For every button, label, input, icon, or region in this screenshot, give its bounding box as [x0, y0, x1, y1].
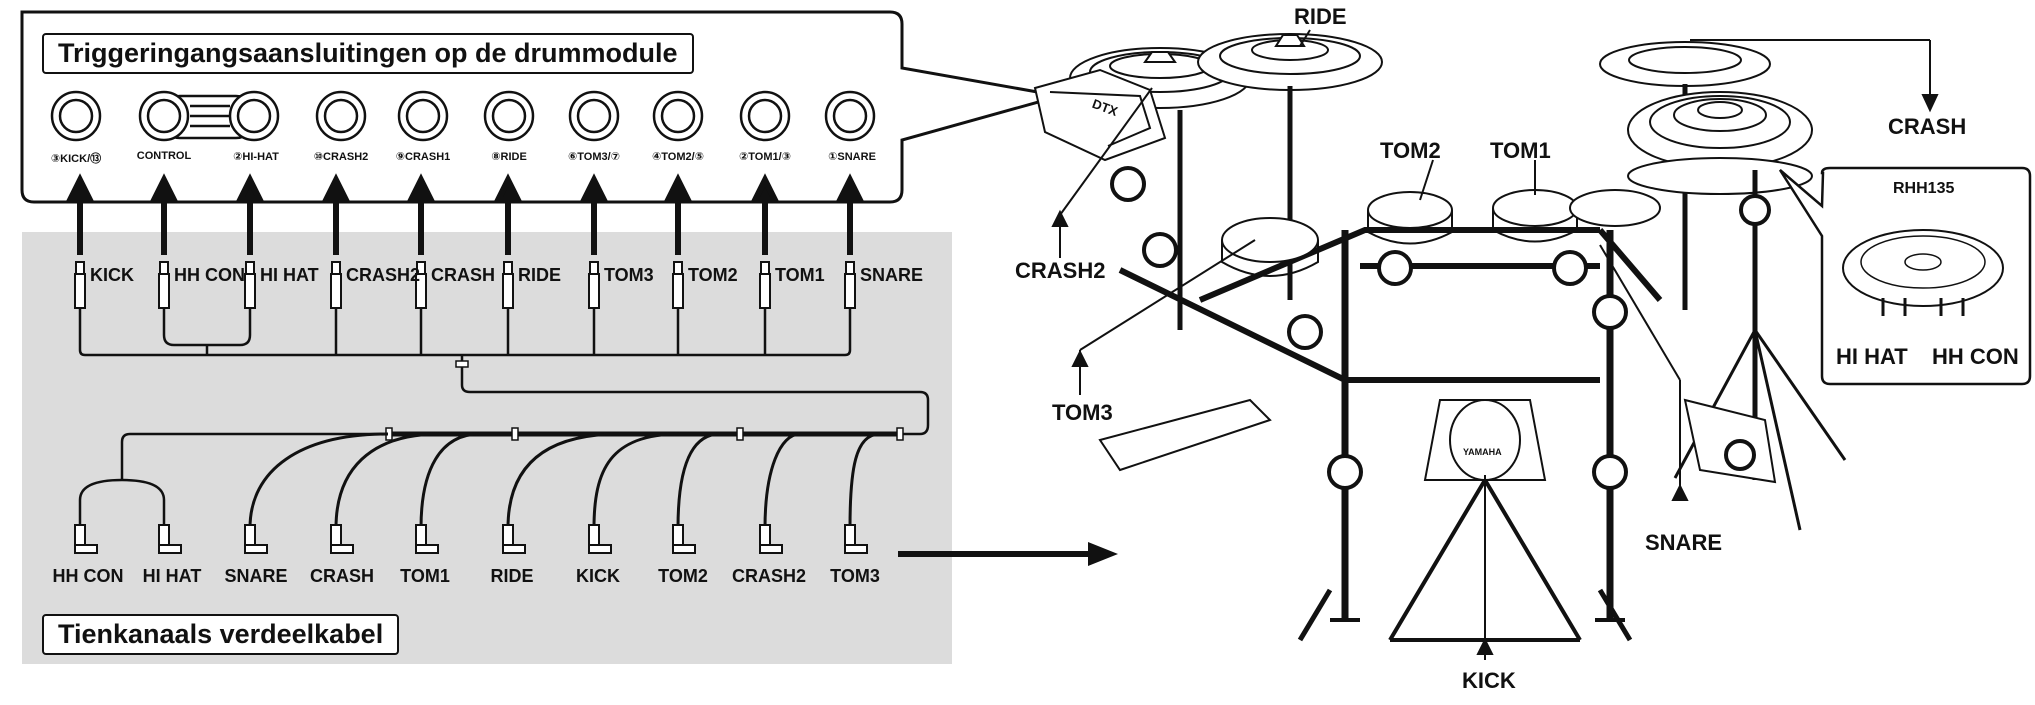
jack-label-control: CONTROL: [136, 150, 192, 162]
kit-label-snare: SNARE: [1645, 530, 1723, 555]
bottom-plug-label-tom1: TOM1: [400, 566, 450, 586]
bottom-plug-label-snare: SNARE: [224, 566, 288, 586]
top-plug-label-tom1: TOM1: [775, 265, 825, 285]
top-plug-label-ride: RIDE: [518, 265, 562, 285]
jack-label-snare: ①SNARE: [828, 151, 876, 163]
bottom-plug-label-kick: KICK: [576, 566, 620, 586]
top-plug-label-crash2: CRASH2: [346, 265, 421, 285]
kit-label-tom3: TOM3: [1052, 400, 1113, 425]
jack-label-crash2: ⑩CRASH2: [313, 151, 369, 163]
top-plug-label-kick: KICK: [90, 265, 134, 285]
top-plugs: [74, 261, 856, 309]
cable-title: Tienkanaals verdeelkabel: [42, 614, 400, 655]
cable-wires: [78, 308, 930, 528]
top-plug-label-tom2: TOM2: [688, 265, 738, 285]
cable-to-kit-arrow: [898, 542, 1118, 566]
bottom-plug-label-crash2: CRASH2: [731, 566, 807, 586]
jack-label-kick: ③KICK/⑬: [50, 153, 102, 165]
bottom-plug-label-tom3: TOM3: [830, 566, 880, 586]
jack-label-tom3: ⑥TOM3/⑦: [567, 151, 621, 163]
jack-label-tom1: ②TOM1/③: [738, 151, 792, 163]
kit-label-pointers: [1051, 29, 1939, 660]
bottom-plug-label-hi-hat: HI HAT: [142, 566, 202, 586]
top-plug-label-crash: CRASH: [431, 265, 496, 285]
top-plug-label-hi-hat: HI HAT: [260, 265, 319, 285]
kick-logo: YAMAHA: [1463, 447, 1502, 457]
jack-label-tom2: ④TOM2/⑤: [651, 151, 705, 163]
top-plug-label-hh-con: HH CON: [174, 265, 245, 285]
cable-area-background: [22, 232, 952, 664]
bottom-plug-label-hh-con: HH CON: [52, 566, 124, 586]
bottom-plug-label-crash: CRASH: [309, 566, 375, 586]
top-plug-label-snare: SNARE: [860, 265, 924, 285]
bottom-plug-label-ride: RIDE: [490, 566, 534, 586]
cable-branches: [248, 432, 881, 529]
bottom-plugs: [74, 524, 868, 554]
kit-label-tom2: TOM2: [1380, 138, 1441, 163]
module-panel-title: Triggeringangsaansluitingen op de drummo…: [42, 33, 694, 74]
rhh135-callout: [1778, 166, 2032, 386]
jack-label-crash1: ⑨CRASH1: [395, 151, 451, 163]
jack-label-hihat: ②HI-HAT: [233, 151, 279, 163]
drum-kit-illustration: [1033, 33, 1847, 642]
jack-label-ride: ⑧RIDE: [491, 151, 527, 163]
cable-ties: [385, 360, 904, 441]
kit-label-crash2: CRASH2: [1015, 258, 1106, 283]
top-plug-label-tom3: TOM3: [604, 265, 654, 285]
rhh135-title: RHH135: [1893, 180, 1955, 197]
connection-arrows: [65, 173, 865, 255]
bottom-plug-label-tom2: TOM2: [658, 566, 708, 586]
kit-label-crash: CRASH: [1888, 114, 1967, 139]
module-jacks: [50, 90, 876, 142]
kit-label-kick: KICK: [1462, 668, 1516, 693]
kit-label-ride: RIDE: [1294, 4, 1347, 29]
kit-label-tom1: TOM1: [1490, 138, 1551, 163]
rhh135-label-hi-hat: HI HAT: [1836, 344, 1908, 369]
rhh135-label-hh-con: HH CON: [1932, 344, 2019, 369]
